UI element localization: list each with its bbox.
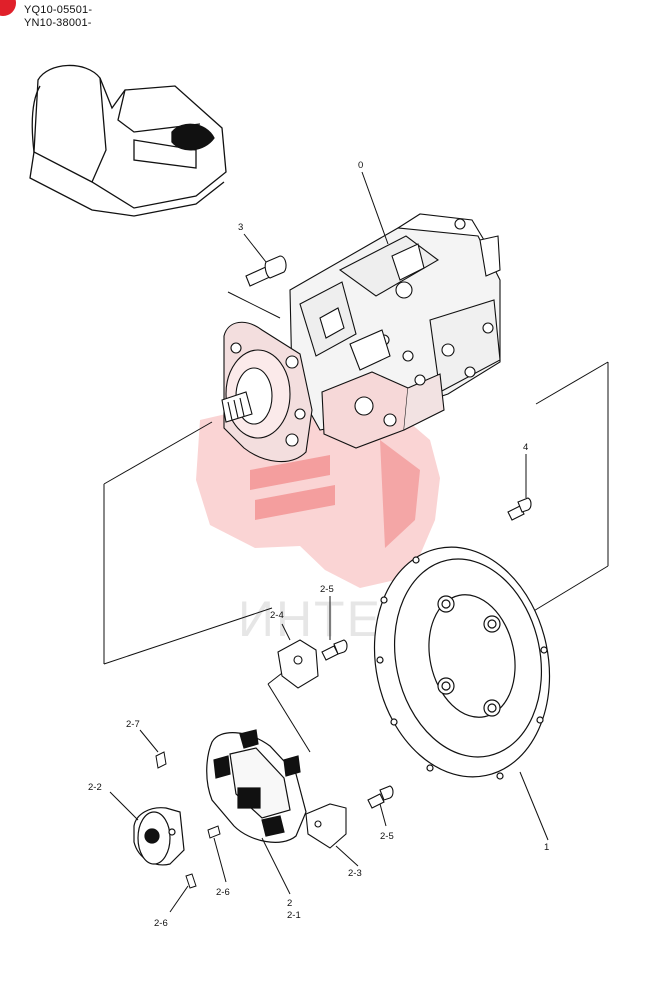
coupling-hub xyxy=(133,807,185,866)
serial-range-1: YQ10-05501- xyxy=(24,4,93,16)
callout-3: 3 xyxy=(238,222,243,233)
coupling xyxy=(206,729,307,843)
callout-4: 4 xyxy=(523,442,528,453)
cap-screw xyxy=(245,255,287,287)
callout-2-4: 2-4 xyxy=(270,610,284,621)
callout-2-5-lower: 2-5 xyxy=(380,831,394,842)
callout-0: 0 xyxy=(358,160,363,171)
callout-2-6-mid: 2-6 xyxy=(216,887,230,898)
bracket-upper xyxy=(277,639,319,689)
bracket-lower xyxy=(305,803,347,849)
serial-range-2: YN10-38001- xyxy=(24,17,92,29)
spring-pin-left xyxy=(185,873,197,889)
spring-pin-mid xyxy=(207,825,221,839)
bolt-upper xyxy=(321,639,348,661)
callout-2-1: 2-1 xyxy=(287,910,301,921)
corner-mark xyxy=(0,0,16,16)
callout-2: 2 xyxy=(287,898,292,909)
callout-2-6-left: 2-6 xyxy=(154,918,168,929)
exploded-view-boundary xyxy=(103,291,609,753)
main-pump xyxy=(221,213,501,463)
bolt-lower xyxy=(367,785,394,809)
callout-2-7: 2-7 xyxy=(126,719,140,730)
machine-location-icon xyxy=(29,64,227,217)
callout-2-2: 2-2 xyxy=(88,782,102,793)
callout-1: 1 xyxy=(544,842,549,853)
callout-2-5-upper: 2-5 xyxy=(320,584,334,595)
flange-bolt xyxy=(507,497,532,521)
callout-2-3: 2-3 xyxy=(348,868,362,879)
set-screw xyxy=(155,751,167,769)
flange-housing xyxy=(373,546,551,780)
